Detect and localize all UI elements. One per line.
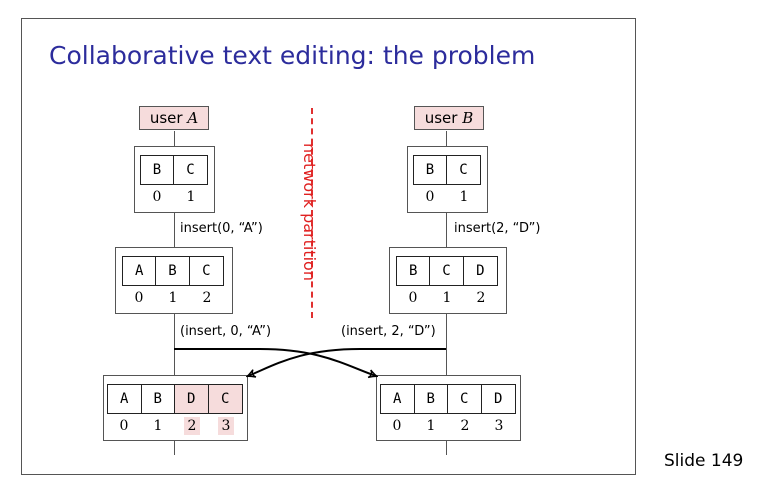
index-row: 0 1 2 3 [380,417,516,435]
char-cell: D [476,263,485,279]
char-cell: B [156,257,190,285]
char-cell: A [381,385,415,413]
op-b-message: (insert, 2, “D”) [341,324,436,339]
char-cell: C [208,385,242,413]
char-cell: D [494,391,503,407]
index-label: 0 [392,418,402,434]
index-label: 0 [425,189,435,205]
index-row: 0 1 2 [122,289,224,307]
char-cell: B [415,385,448,413]
index-label: 2 [175,417,209,435]
char-cell: C [186,162,195,178]
slide-number: Slide 149 [664,451,744,471]
index-label: 3 [209,417,243,435]
user-a-label: user A [139,106,209,130]
index-label: 1 [442,290,452,306]
char-cell: B [397,257,431,285]
char-cell: A [108,385,142,413]
user-b-label: user B [414,106,484,130]
index-label: 0 [408,290,418,306]
index-label: 2 [202,290,212,306]
index-label: 0 [119,418,129,434]
arrow-b-to-a [248,348,446,376]
index-label: 2 [460,418,470,434]
op-a-local: insert(0, “A”) [180,221,263,236]
partition-line [311,108,313,318]
char-cell: D [175,385,209,413]
char-cell: C [430,257,464,285]
index-label: 1 [186,189,196,205]
index-label: 2 [476,290,486,306]
index-label: 0 [134,290,144,306]
op-a-message: (insert, 0, “A”) [180,324,272,339]
arrow-a-to-b [174,348,376,376]
char-cell: B [142,385,175,413]
char-cell: B [414,156,448,184]
char-cell: C [202,263,211,279]
char-cell: C [459,162,468,178]
index-row: 0 1 2 [396,289,498,307]
slide-title: Collaborative text editing: the problem [49,41,536,70]
index-label: 0 [152,189,162,205]
index-label: 1 [426,418,436,434]
partition-label: network partition [300,143,319,281]
char-cell: A [123,257,157,285]
index-label: 3 [494,418,504,434]
op-b-local: insert(2, “D”) [454,221,541,236]
index-label: 1 [168,290,178,306]
index-label: 1 [153,418,163,434]
index-label: 1 [459,189,469,205]
char-cell: C [448,385,482,413]
char-cell: B [141,156,175,184]
